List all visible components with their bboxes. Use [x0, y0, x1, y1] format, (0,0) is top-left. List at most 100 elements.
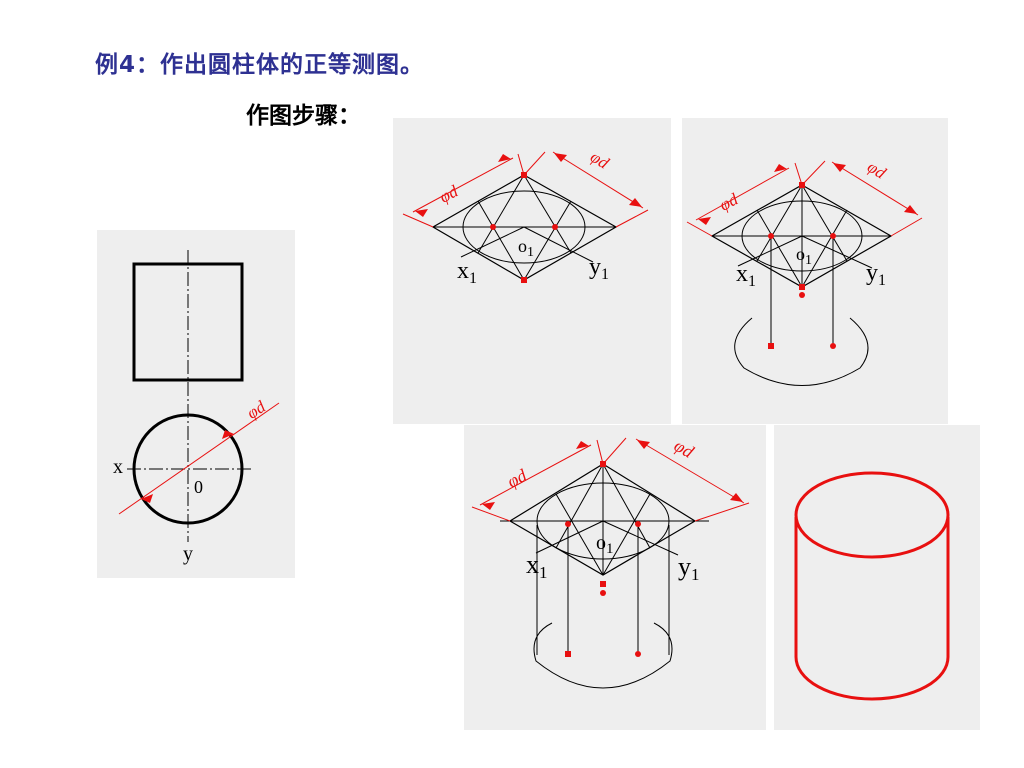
- x1-label: x1: [736, 261, 756, 290]
- x1-axis-line: [737, 235, 803, 267]
- top-view-circle: [132, 413, 244, 525]
- cylinder-bottom-arc: [794, 656, 950, 701]
- dim-extension: [686, 221, 713, 237]
- lower-point-left: [565, 651, 571, 657]
- diameter-label: φd: [243, 397, 269, 423]
- step3-panel: φd φd x1 y1 o1: [464, 425, 766, 730]
- center-point-bottom: [521, 277, 527, 283]
- construction-line: [477, 174, 525, 254]
- dim-label-right: φd: [864, 157, 890, 183]
- y1-label: y1: [589, 254, 609, 283]
- construction-line: [523, 200, 572, 281]
- dim-arrow: [698, 217, 711, 225]
- lower-point-right: [830, 343, 836, 349]
- center-point-left: [565, 521, 571, 527]
- dim-arrow: [576, 441, 589, 449]
- x1-axis-line: [460, 226, 525, 258]
- construction-line: [555, 463, 604, 549]
- construction-line: [602, 463, 651, 549]
- orthographic-view-panel: φd x y 0: [97, 230, 295, 578]
- dim-extension: [615, 209, 649, 228]
- dim-arrow: [498, 154, 511, 162]
- construction-line: [602, 493, 651, 576]
- dim-arrow: [554, 153, 567, 162]
- final-cylinder-drawing: [794, 471, 950, 701]
- construction-line: [756, 184, 803, 262]
- dim-line-left: [412, 157, 514, 213]
- center-point-bottom: [600, 581, 606, 587]
- dim-arrow: [482, 502, 495, 510]
- dim-arrow: [629, 198, 642, 207]
- page-title: 例4：作出圆柱体的正等测图。: [95, 52, 425, 78]
- step1-panel: φd φd x1 y1 o1: [393, 118, 671, 424]
- dim-extension: [694, 502, 750, 522]
- o1-label: o1: [796, 244, 812, 268]
- y1-label: y1: [866, 260, 886, 289]
- o1-label: o1: [518, 236, 534, 260]
- diameter-dim-line: [118, 402, 280, 515]
- dim-arrow: [833, 163, 846, 172]
- x1-axis-line: [535, 520, 604, 554]
- dim-extension: [794, 162, 803, 186]
- dim-line-right: [552, 151, 644, 209]
- y1-axis-line: [602, 520, 679, 556]
- final-cylinder-panel: [774, 425, 980, 730]
- dim-arrow: [415, 209, 428, 217]
- dim-extension: [517, 153, 525, 176]
- dim-extension: [890, 217, 923, 237]
- y1-axis-line: [801, 235, 873, 269]
- dim-line-left: [479, 444, 592, 506]
- orthographic-view-drawing: φd x y 0: [113, 250, 280, 565]
- center-point-bottom-lower: [600, 590, 606, 596]
- x1-label: x1: [526, 550, 548, 582]
- center-point-bottom: [799, 284, 805, 290]
- dim-line-left: [695, 167, 790, 221]
- center-point-bottom-lower: [799, 292, 805, 298]
- dim-extension: [596, 439, 604, 465]
- dim-extension: [471, 506, 511, 522]
- x1-label: x1: [457, 258, 477, 287]
- top-ellipse: [462, 190, 586, 264]
- step3-drawing: φd φd x1 y1 o1: [471, 435, 750, 689]
- construction-line: [801, 209, 848, 288]
- dim-arrow-upper: [222, 430, 234, 439]
- construction-line: [801, 184, 848, 262]
- center-point-right: [830, 233, 836, 239]
- dim-label-left: φd: [716, 189, 741, 214]
- step2-drawing: φd φd x1 y1 o1: [686, 157, 923, 386]
- steps-heading: 作图步骤：: [246, 103, 361, 129]
- dim-label-right: φd: [587, 147, 613, 173]
- dim-line-right: [635, 438, 745, 504]
- dim-arrow: [904, 205, 917, 214]
- dim-label-left: φd: [436, 181, 461, 206]
- dim-line-right: [831, 161, 919, 216]
- x-axis-label: x: [113, 456, 123, 478]
- dim-label-right: φd: [671, 435, 698, 462]
- top-ellipse: [741, 200, 863, 272]
- center-point-right: [635, 521, 641, 527]
- dim-extension: [602, 437, 627, 465]
- o1-label: o1: [596, 532, 614, 557]
- lower-point-left: [768, 343, 774, 349]
- y-axis-label: y: [183, 543, 193, 565]
- construction-line: [756, 209, 803, 288]
- dim-extension: [801, 160, 826, 186]
- y1-label: y1: [678, 552, 700, 584]
- dim-label-left: φd: [504, 465, 531, 492]
- construction-line: [477, 200, 525, 281]
- step1-drawing: φd φd x1 y1 o1: [402, 147, 649, 287]
- center-point-left: [490, 224, 496, 230]
- dim-extension: [523, 151, 546, 176]
- dim-arrow: [774, 164, 787, 172]
- y1-axis-line: [523, 226, 594, 263]
- center-point-right: [552, 224, 558, 230]
- top-ellipse: [536, 482, 670, 560]
- bottom-ellipse-arc: [734, 317, 869, 386]
- construction-line: [555, 493, 604, 576]
- dim-extension: [402, 213, 434, 228]
- lower-point-right: [635, 651, 641, 657]
- center-point-left: [768, 233, 774, 239]
- bottom-ellipse-arc: [533, 622, 673, 689]
- construction-line: [523, 174, 572, 254]
- cylinder-top-ellipse: [794, 471, 950, 559]
